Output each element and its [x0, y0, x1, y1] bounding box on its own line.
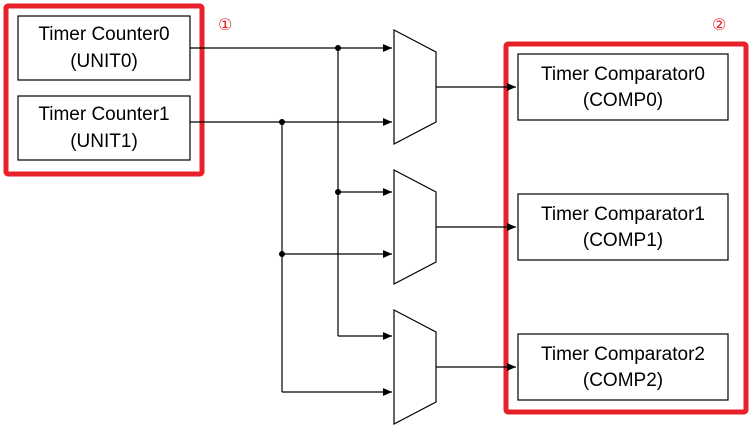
- unit0-bus: [190, 44, 392, 340]
- counter-1-id: (UNIT1): [70, 131, 138, 152]
- comparator-2-id: (COMP2): [583, 370, 663, 391]
- comparator-1-id: (COMP1): [583, 230, 663, 251]
- comparator-0-id: (COMP0): [583, 90, 663, 111]
- junction-dot: [335, 189, 341, 195]
- junction-dot: [279, 119, 285, 125]
- comparator-box-2: Timer Comparator2 (COMP2): [517, 333, 729, 401]
- comparator-0-name: Timer Comparator0: [541, 64, 705, 85]
- mux-2: [393, 309, 437, 425]
- mux-0: [393, 29, 437, 145]
- junction-dot: [279, 251, 285, 257]
- mux-1: [393, 169, 437, 285]
- counter-1-name: Timer Counter1: [38, 104, 169, 125]
- junction-dot: [335, 45, 341, 51]
- counter-group-frame: [3, 3, 205, 177]
- comparator-group-frame: [503, 41, 749, 415]
- counter-box-0: Timer Counter0 (UNIT0): [17, 15, 191, 81]
- counter-box-1: Timer Counter1 (UNIT1): [17, 95, 191, 161]
- counter-0-id: (UNIT0): [70, 51, 138, 72]
- comparator-box-1: Timer Comparator1 (COMP1): [517, 193, 729, 261]
- comparator-box-0: Timer Comparator0 (COMP0): [517, 53, 729, 121]
- callout-1: ①: [218, 15, 232, 34]
- mux-outputs: [436, 83, 516, 371]
- callout-2: ②: [712, 15, 726, 34]
- comparator-2-name: Timer Comparator2: [541, 344, 705, 365]
- unit1-bus: [190, 118, 392, 396]
- comparator-1-name: Timer Comparator1: [541, 204, 705, 225]
- counter-0-name: Timer Counter0: [38, 24, 169, 45]
